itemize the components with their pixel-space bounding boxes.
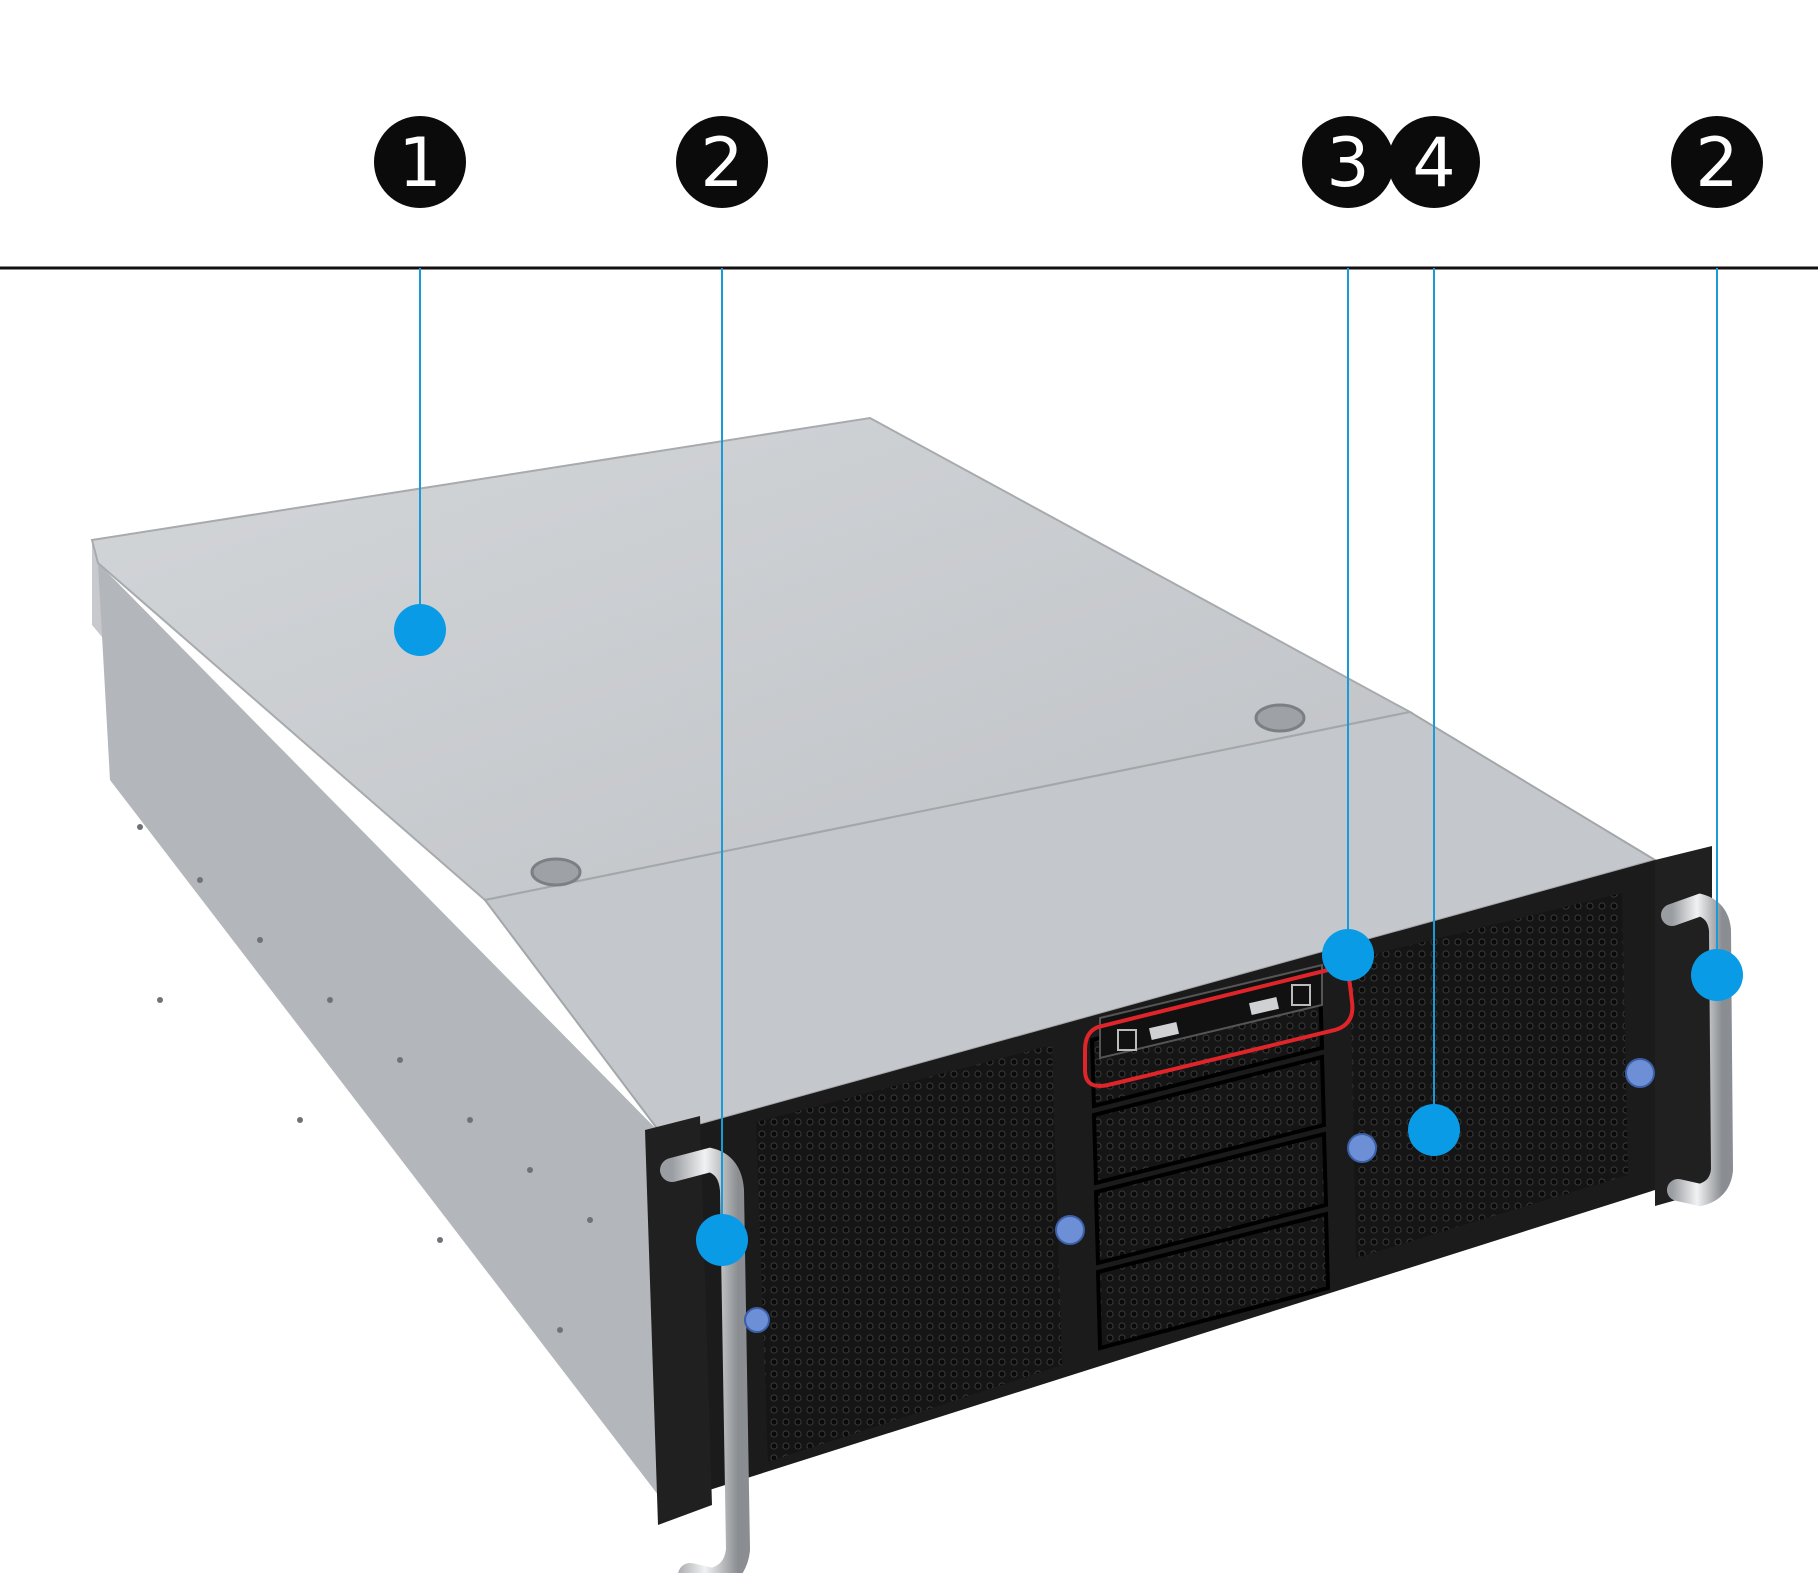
callout-number-1: 1 xyxy=(398,124,441,203)
left-fan-grille xyxy=(756,1045,1062,1462)
target-dot-2-left xyxy=(696,1214,748,1266)
right-rack-ear xyxy=(1655,846,1712,1206)
cover-release-button xyxy=(530,857,582,887)
right-handle xyxy=(1661,893,1734,1207)
target-dot-2-right xyxy=(1691,949,1743,1001)
chassis-side-panel-lower xyxy=(98,563,662,1500)
leader-lines xyxy=(419,268,1718,1240)
callout-number-3: 3 xyxy=(1326,124,1369,203)
target-dots xyxy=(394,604,1743,1266)
callout-badge-3: 3 xyxy=(1302,116,1394,208)
target-dot-4 xyxy=(1408,1104,1460,1156)
callout-badge-2-right: 2 xyxy=(1671,116,1763,208)
left-rack-ear xyxy=(645,1116,712,1525)
usb-port xyxy=(1149,1022,1179,1040)
callout-badge-1: 1 xyxy=(374,116,466,208)
left-handle xyxy=(660,1147,751,1573)
reset-button xyxy=(1291,984,1311,1006)
server-chassis xyxy=(90,416,1734,1573)
thumb-screws xyxy=(744,1058,1655,1333)
callout-badge-4: 4 xyxy=(1388,116,1480,208)
io-panel-highlight xyxy=(1083,967,1355,1088)
power-button xyxy=(1117,1029,1137,1051)
cover-release-button xyxy=(1254,703,1306,733)
callout-number-2-left: 2 xyxy=(700,124,743,203)
target-dot-3 xyxy=(1322,929,1374,981)
target-dot-1 xyxy=(394,604,446,656)
usb-port xyxy=(1249,997,1279,1015)
callout-number-4: 4 xyxy=(1412,124,1455,203)
front-fan-grille xyxy=(1350,893,1628,1258)
callout-badge-2-left: 2 xyxy=(676,116,768,208)
callout-number-2-right: 2 xyxy=(1695,124,1738,203)
